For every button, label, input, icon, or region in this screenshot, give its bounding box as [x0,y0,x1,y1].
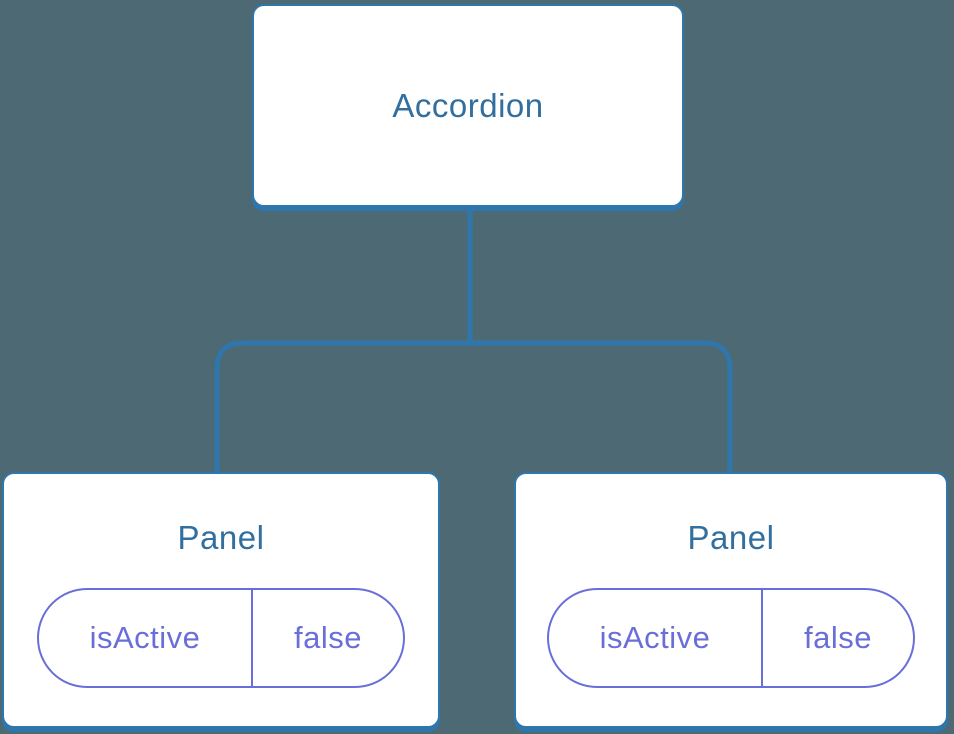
panel-node-right: Panel isActive false [514,472,948,728]
panel-right-prop-name: isActive [549,590,763,686]
panel-right-label: Panel [687,519,775,556]
panel-left-prop-name: isActive [39,590,253,686]
panel-left-state-pill: isActive false [37,588,405,688]
panel-right-prop-value: false [804,620,872,655]
accordion-node: Accordion [252,4,684,207]
connector-branch [214,340,733,474]
accordion-node-label: Accordion [392,86,544,124]
panel-right-state-pill: isActive false [547,588,915,688]
panel-node-left: Panel isActive false [2,472,440,728]
panel-left-label: Panel [177,519,265,556]
panel-left-prop-value: false [294,620,362,655]
